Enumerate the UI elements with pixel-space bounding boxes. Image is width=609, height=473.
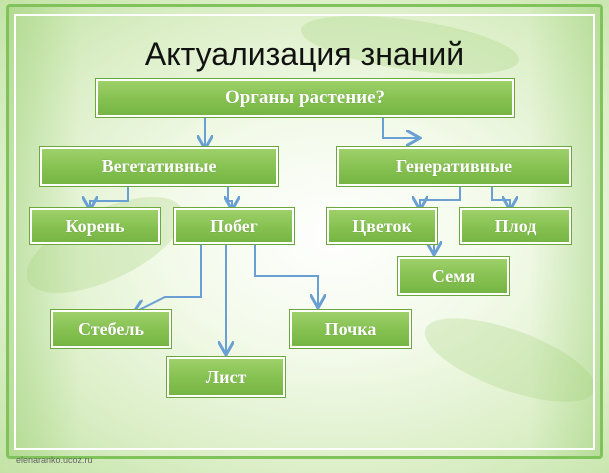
node-fruit: Плод — [459, 207, 572, 245]
node-flower: Цветок — [326, 207, 438, 245]
arrow-vegetative-to-root — [90, 186, 129, 208]
arrow-generative-to-fruit — [491, 186, 510, 208]
node-leaf: Лист — [166, 356, 286, 398]
arrow-shoot-to-stem — [135, 244, 202, 312]
node-root: Корень — [29, 207, 161, 245]
node-stem: Стебель — [50, 309, 172, 349]
node-shoot: Побег — [173, 207, 295, 245]
arrow-organs-to-generative — [382, 117, 418, 138]
node-seed: Семя — [397, 256, 510, 296]
slide-inner-frame — [14, 14, 595, 450]
footer-source: elenaranko.ucoz.ru — [16, 455, 93, 465]
arrow-shoot-to-bud — [254, 244, 318, 306]
arrow-vegetative-to-shoot — [228, 186, 232, 208]
slide-title: Актуализация знаний — [144, 36, 465, 72]
node-vegetative: Вегетативные — [39, 146, 279, 187]
node-organs: Органы растение? — [95, 78, 515, 118]
node-generative: Генеративные — [336, 146, 572, 187]
arrow-generative-to-flower — [420, 186, 461, 208]
node-bud: Почка — [289, 309, 412, 349]
